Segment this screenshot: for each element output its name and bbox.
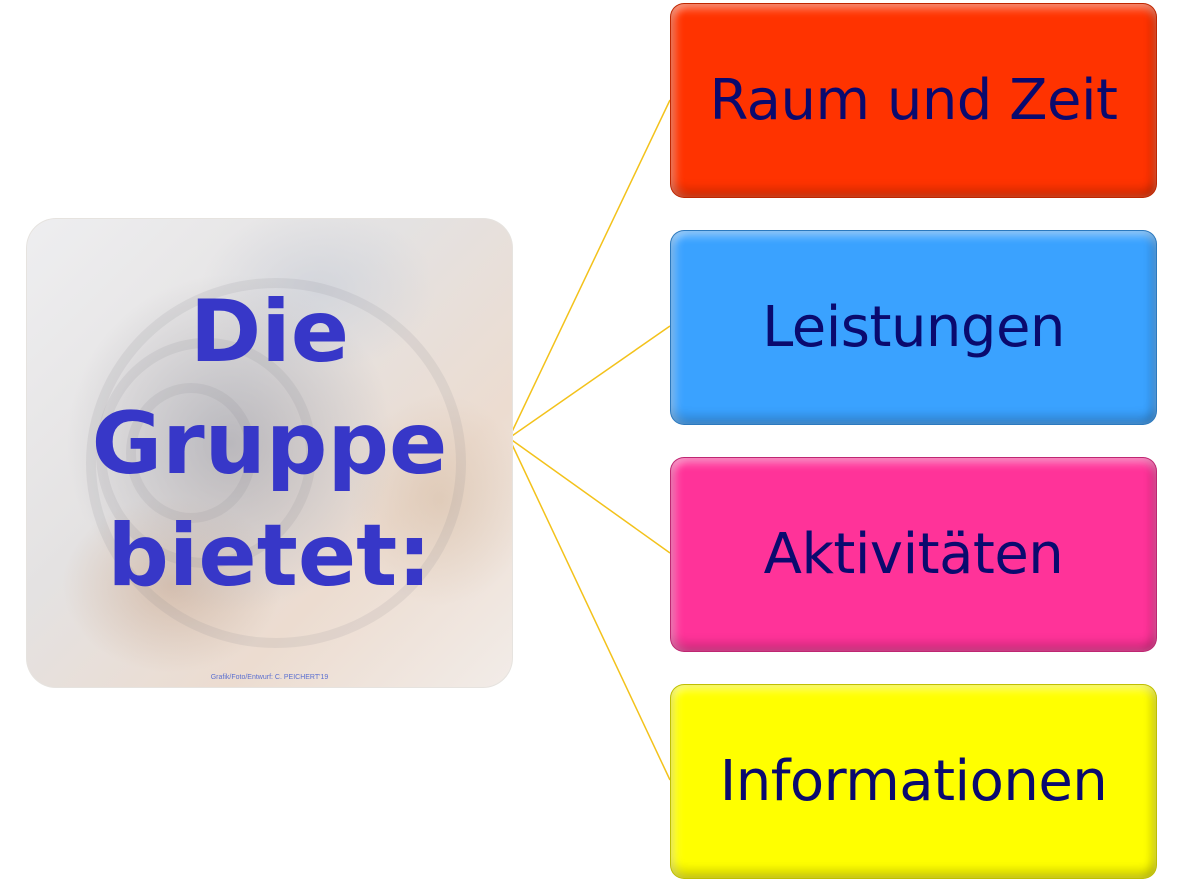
connector-line-1 (508, 99, 671, 439)
center-title-line-2: Gruppe (91, 394, 448, 494)
connector-line-3 (508, 437, 671, 554)
item-label: Raum und Zeit (709, 68, 1118, 133)
item-label: Leistungen (762, 295, 1065, 360)
connector-line-2 (508, 325, 671, 439)
item-box-raum-und-zeit: Raum und Zeit (670, 3, 1157, 198)
shell-image-ring-1 (86, 278, 466, 648)
center-title-line-3: bietet: (107, 506, 432, 606)
shell-image-ring-3 (126, 383, 256, 523)
connector-line-4 (508, 437, 671, 781)
center-title-line-1: Die (189, 282, 350, 382)
item-label: Aktivitäten (763, 522, 1064, 587)
item-box-leistungen: Leistungen (670, 230, 1157, 425)
image-credit: Grafik/Foto/Entwurf: C. PEICHERT'19 (210, 674, 329, 681)
item-box-aktivitaeten: Aktivitäten (670, 457, 1157, 652)
center-node: Die Gruppe bietet: Grafik/Foto/Entwurf: … (26, 218, 513, 688)
center-title: Die Gruppe bietet: (26, 276, 513, 612)
item-label: Informationen (719, 749, 1108, 814)
shell-image-ring-2 (96, 338, 316, 568)
item-box-informationen: Informationen (670, 684, 1157, 879)
